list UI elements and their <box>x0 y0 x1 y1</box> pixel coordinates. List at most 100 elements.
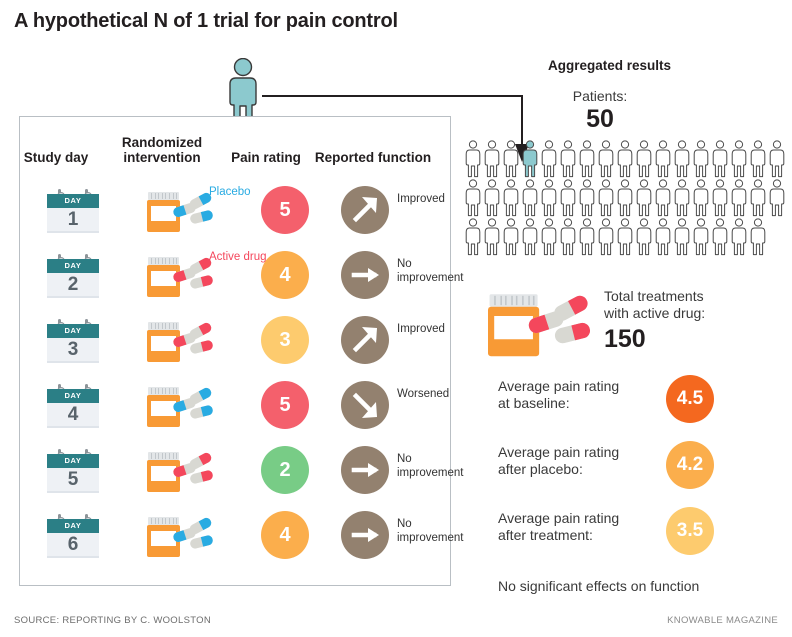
patient-icon <box>730 179 748 217</box>
bottle-label <box>151 206 176 221</box>
patient-icon <box>502 179 520 217</box>
bottle-label <box>151 401 176 416</box>
intervention-cell <box>147 446 247 494</box>
column-header-study-day: Study day <box>23 150 89 165</box>
intervention-cell <box>147 316 247 364</box>
patient-icon <box>692 140 710 178</box>
intervention-cell: Placebo <box>147 186 251 234</box>
calendar-day-word: DAY <box>47 454 99 468</box>
patient-icon <box>597 179 615 217</box>
patient-icon <box>559 179 577 217</box>
pill-bottle-icon <box>147 322 180 362</box>
arrow-right-icon <box>341 511 389 559</box>
bottle-cap <box>148 192 179 200</box>
footer-brand: KNOWABLE MAGAZINE <box>667 615 778 626</box>
bottle-cap <box>148 517 179 525</box>
patient-icon <box>768 140 786 178</box>
patient-icon <box>559 140 577 178</box>
patient-icon <box>711 218 729 256</box>
pain-rating-badge: 4 <box>261 251 309 299</box>
reported-function-label: No improvement <box>397 453 464 479</box>
arrow-right-icon <box>341 251 389 299</box>
average-value-badge: 4.2 <box>666 441 714 489</box>
patient-icon <box>730 218 748 256</box>
bottle-cap-ridges <box>151 388 178 394</box>
bottle-cap-ridges <box>151 323 178 329</box>
total-treatments-pill-bottle-icon <box>488 285 592 357</box>
patients-label: Patients: <box>572 88 628 104</box>
patient-icon <box>578 140 596 178</box>
patient-icon <box>654 179 672 217</box>
capsules-group <box>172 256 229 295</box>
patient-icon <box>654 218 672 256</box>
total-treatments-value: 150 <box>604 325 646 353</box>
bottle-cap <box>148 452 179 460</box>
column-header-intervention-line2: intervention <box>123 150 201 165</box>
capsules-group <box>172 451 229 490</box>
patient-icon <box>521 218 539 256</box>
pain-rating-badge: 5 <box>261 186 309 234</box>
patient-icon <box>692 218 710 256</box>
arrow-right-icon <box>341 446 389 494</box>
patient-icon <box>616 179 634 217</box>
drug-tag-label: Active drug <box>209 251 267 263</box>
capsules-group <box>526 293 615 354</box>
reported-function-label: No improvement <box>397 518 464 544</box>
patients-value: 50 <box>586 105 614 133</box>
capsules-group <box>172 516 229 555</box>
average-label-line2: after treatment: <box>498 527 593 543</box>
bottle-label <box>151 271 176 286</box>
patient-icon <box>635 179 653 217</box>
bottle-cap-ridges <box>151 193 178 199</box>
patient-figures-row <box>464 140 787 178</box>
calendar-day-word: DAY <box>47 194 99 208</box>
total-treatments-label-line2: with active drug: <box>604 305 706 321</box>
patient-icon <box>673 179 691 217</box>
patient-icon <box>464 140 482 178</box>
patient-icon <box>749 179 767 217</box>
patient-icon <box>730 140 748 178</box>
patient-icon <box>483 218 501 256</box>
calendar-day-number: 3 <box>47 338 99 363</box>
average-label-line1: Average pain rating <box>498 510 620 526</box>
calendar-day-word: DAY <box>47 324 99 338</box>
patient-icon <box>692 179 710 217</box>
bottle-body <box>147 525 180 557</box>
calendar-day-number: 4 <box>47 403 99 428</box>
calendar-day-word: DAY <box>47 519 99 533</box>
subject-person-icon <box>222 57 264 130</box>
calendar-day-number: 2 <box>47 273 99 298</box>
average-label-line1: Average pain rating <box>498 378 620 394</box>
bottle-cap <box>148 387 179 395</box>
pain-rating-badge: 2 <box>261 446 309 494</box>
bottle-cap-ridges <box>494 295 536 306</box>
patient-figures-group <box>464 140 786 258</box>
bottle-cap-ridges <box>151 518 178 524</box>
footer-source: SOURCE: REPORTING BY C. WOOLSTON <box>14 615 211 626</box>
bottle-body <box>147 395 180 427</box>
arrow-down-right-icon <box>341 381 389 429</box>
patient-icon <box>597 218 615 256</box>
average-label-line2: at baseline: <box>498 395 570 411</box>
patient-icon <box>673 218 691 256</box>
bottle-label <box>151 466 176 481</box>
total-treatments-label-line1: Total treatments <box>604 288 704 304</box>
patient-icon <box>749 140 767 178</box>
aggregated-results-title: Aggregated results <box>548 58 672 73</box>
capsules-group <box>172 321 229 360</box>
calendar-day-word: DAY <box>47 259 99 273</box>
reported-function-label: Improved <box>397 323 445 335</box>
pill-bottle-icon <box>147 387 180 427</box>
patient-icon <box>521 179 539 217</box>
